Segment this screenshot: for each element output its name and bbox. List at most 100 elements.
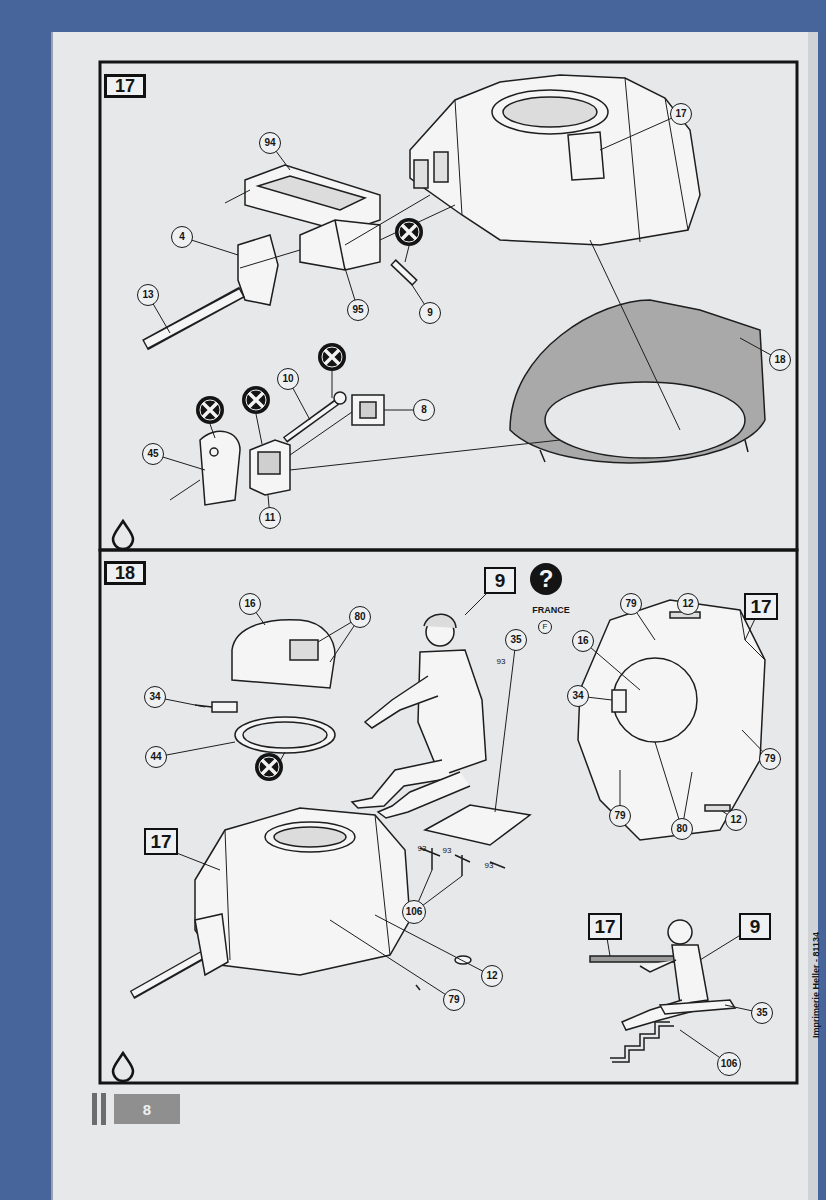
leader-line	[600, 114, 681, 150]
turret-parts	[145, 292, 242, 345]
assembly-line	[170, 480, 200, 500]
no-cement-symbol	[242, 386, 270, 414]
turret-top-view	[578, 600, 765, 840]
callout-text: 17	[594, 917, 615, 936]
callout-number: 79	[620, 593, 642, 615]
callout-text: 35	[756, 1008, 767, 1018]
callout-text: 79	[764, 754, 775, 764]
turret-parts	[352, 395, 384, 425]
step-number: 18	[104, 561, 146, 585]
page-footer	[92, 1093, 180, 1125]
part-ref-box: 17	[144, 828, 178, 855]
part-ref-box: 9	[484, 567, 516, 594]
callout-number: 16	[572, 630, 594, 652]
turret-parts	[285, 402, 337, 440]
page-footer	[114, 1094, 180, 1124]
callout-number: 12	[677, 593, 699, 615]
callout-text: 18	[115, 564, 135, 582]
page-ground	[52, 32, 812, 1200]
leader-line	[583, 641, 640, 690]
leader-line	[655, 742, 682, 829]
assembly-line	[256, 414, 262, 444]
assembly-line	[345, 195, 430, 245]
leader-line	[495, 640, 516, 812]
turret-parts	[300, 220, 380, 270]
callout-number: 80	[349, 606, 371, 628]
assembly-line	[170, 190, 680, 500]
callout-number: 35	[505, 629, 527, 651]
leader-line	[330, 920, 454, 1000]
country-name: FRANCE	[532, 606, 570, 615]
callout-text: 35	[510, 635, 521, 645]
step-number: 17	[104, 74, 146, 98]
turret-parts	[414, 160, 428, 188]
page-footer	[92, 1093, 97, 1125]
callout-text: 9	[427, 308, 433, 318]
callout-text: 79	[614, 811, 625, 821]
callout-number: 12	[725, 809, 747, 831]
callout-number: 106	[717, 1052, 741, 1076]
crew-seat-detail	[668, 920, 692, 944]
crew-seat-detail	[672, 945, 708, 1004]
callout-text: 17	[150, 832, 171, 851]
assembly-line	[290, 412, 352, 455]
assembly-line	[332, 371, 333, 398]
callout-number: 79	[759, 748, 781, 770]
callout-text: 106	[406, 907, 423, 917]
part-note: 93	[443, 847, 452, 855]
callout-number: 79	[609, 805, 631, 827]
page-ground	[51, 32, 53, 1200]
turret-parts	[410, 75, 700, 245]
part-note: 93	[418, 845, 427, 853]
part-ref-box: 17	[744, 593, 778, 620]
callout-number: 13	[137, 284, 159, 306]
country-code: F	[538, 620, 552, 634]
assembly-line	[225, 190, 250, 203]
turret-parts	[258, 176, 365, 210]
page-number: 8	[143, 1102, 151, 1117]
turret-top-view	[578, 600, 765, 840]
callout-number: 8	[413, 399, 435, 421]
callout-number: 4	[171, 226, 193, 248]
turret-parts	[394, 263, 414, 282]
assembly-line	[590, 240, 680, 430]
callout-text: 106	[721, 1059, 738, 1069]
callout-text: 80	[676, 824, 687, 834]
callout-text: 12	[682, 599, 693, 609]
callout-number: 80	[671, 818, 693, 840]
callout-number: 106	[402, 900, 426, 924]
crew-figure	[352, 614, 530, 876]
part-ref-box: 9	[739, 913, 771, 940]
callout-number: 94	[259, 132, 281, 154]
crew-figure	[418, 650, 486, 776]
assembly-line	[405, 246, 409, 262]
turret-assembly	[455, 956, 471, 964]
callout-text: 79	[625, 599, 636, 609]
turret-parts	[360, 402, 376, 418]
turret-assembly	[133, 950, 211, 994]
turret-assembly	[232, 620, 335, 688]
callout-text: 80	[354, 612, 365, 622]
turret-parts	[238, 235, 278, 305]
callout-text: 44	[150, 752, 161, 762]
callout-text: 11	[265, 513, 276, 523]
turret-parts	[393, 262, 415, 283]
turret-parts	[250, 440, 290, 495]
callout-text: 17	[115, 77, 135, 95]
turret-parts	[434, 152, 448, 182]
panel-frame	[100, 550, 797, 1083]
callout-text: 16	[577, 636, 588, 646]
page-ground	[52, 32, 818, 1200]
assembly-line	[290, 440, 560, 470]
leader-line	[156, 742, 235, 757]
crew-figure	[378, 772, 470, 818]
query-symbol: ?	[530, 563, 562, 595]
callout-number: 10	[277, 368, 299, 390]
leader-line	[148, 114, 780, 518]
turret-parts	[455, 78, 688, 242]
turret-parts	[540, 440, 748, 462]
turret-parts	[245, 165, 380, 232]
crew-seat-detail	[590, 920, 735, 1062]
turret-parts	[510, 300, 765, 463]
